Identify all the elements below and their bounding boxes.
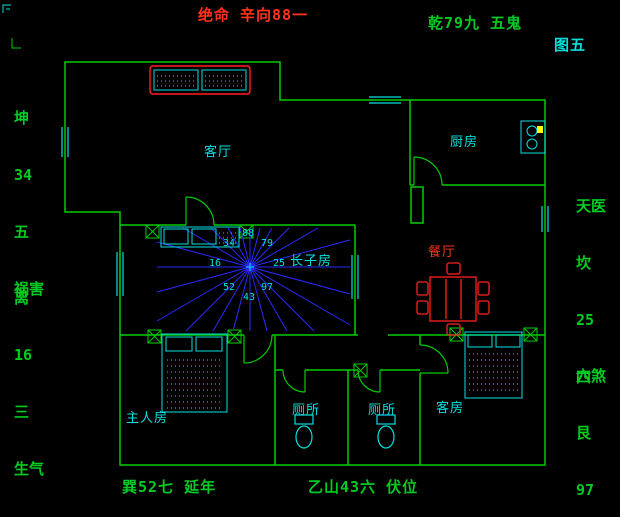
label-line: 97	[576, 481, 595, 499]
label-line: 34	[14, 166, 33, 184]
room-label-toilet-2: 厕所	[368, 403, 397, 418]
label-line: 离	[14, 289, 30, 307]
bottom-left-annotation: 巽52七 延年	[122, 478, 217, 496]
label-line: 四	[576, 368, 592, 386]
label-line: 五	[14, 223, 30, 241]
left-bottom-annotation: 离 16 三 生气	[14, 254, 53, 514]
top-right-annotation: 乾79九 五鬼	[428, 14, 523, 32]
fengshui-compass	[156, 227, 351, 332]
compass-number: 16	[209, 258, 222, 269]
figure-caption: 图五	[554, 36, 587, 54]
compass-number: 25	[273, 258, 286, 269]
top-left-annotation: 绝命 辛向88一	[198, 6, 309, 24]
label-line: 祸害	[14, 280, 45, 298]
right-bottom-annotation: 六煞 艮 97 二	[576, 332, 615, 517]
label-line: 16	[14, 346, 33, 364]
label-line: 坤	[14, 109, 30, 127]
label-line: 艮	[576, 424, 592, 442]
column-symbols	[145, 224, 538, 378]
compass-number: 88	[242, 228, 255, 239]
compass-number: 79	[261, 238, 274, 249]
bed-eldest-son	[160, 226, 240, 248]
label-line: 三	[14, 403, 30, 421]
label-line: 生气	[14, 460, 45, 478]
right-top-annotation: 天医 坎 25 四	[576, 162, 615, 422]
stove	[520, 120, 546, 154]
room-label-guest: 客房	[436, 401, 465, 416]
bed-master	[161, 333, 228, 413]
toilet-fixtures	[294, 414, 396, 449]
label-line: 六煞	[576, 367, 607, 385]
room-label-toilet-1: 厕所	[292, 403, 321, 418]
sofa	[149, 65, 251, 95]
compass-number: 52	[223, 282, 236, 293]
label-line: 天医	[576, 197, 607, 215]
left-top-annotation: 坤 34 五 祸害	[14, 74, 53, 334]
room-label-living: 客厅	[204, 145, 233, 160]
label-line: 坎	[576, 254, 592, 272]
compass-number: 34	[223, 238, 236, 249]
windows	[61, 96, 549, 299]
bed-guest	[464, 331, 523, 399]
bottom-right-annotation: 乙山43六 伏位	[308, 478, 419, 496]
corner-marks	[2, 4, 21, 49]
doors	[185, 156, 449, 393]
label-line: 25	[576, 311, 595, 329]
room-label-kitchen: 厨房	[450, 135, 479, 150]
room-label-master: 主人房	[126, 411, 169, 426]
compass-number: 97	[261, 282, 274, 293]
room-label-eldest-son: 长子房	[290, 254, 333, 269]
room-label-dining: 餐厅	[428, 245, 457, 260]
dining-set	[416, 262, 490, 336]
compass-number: 43	[243, 292, 256, 303]
